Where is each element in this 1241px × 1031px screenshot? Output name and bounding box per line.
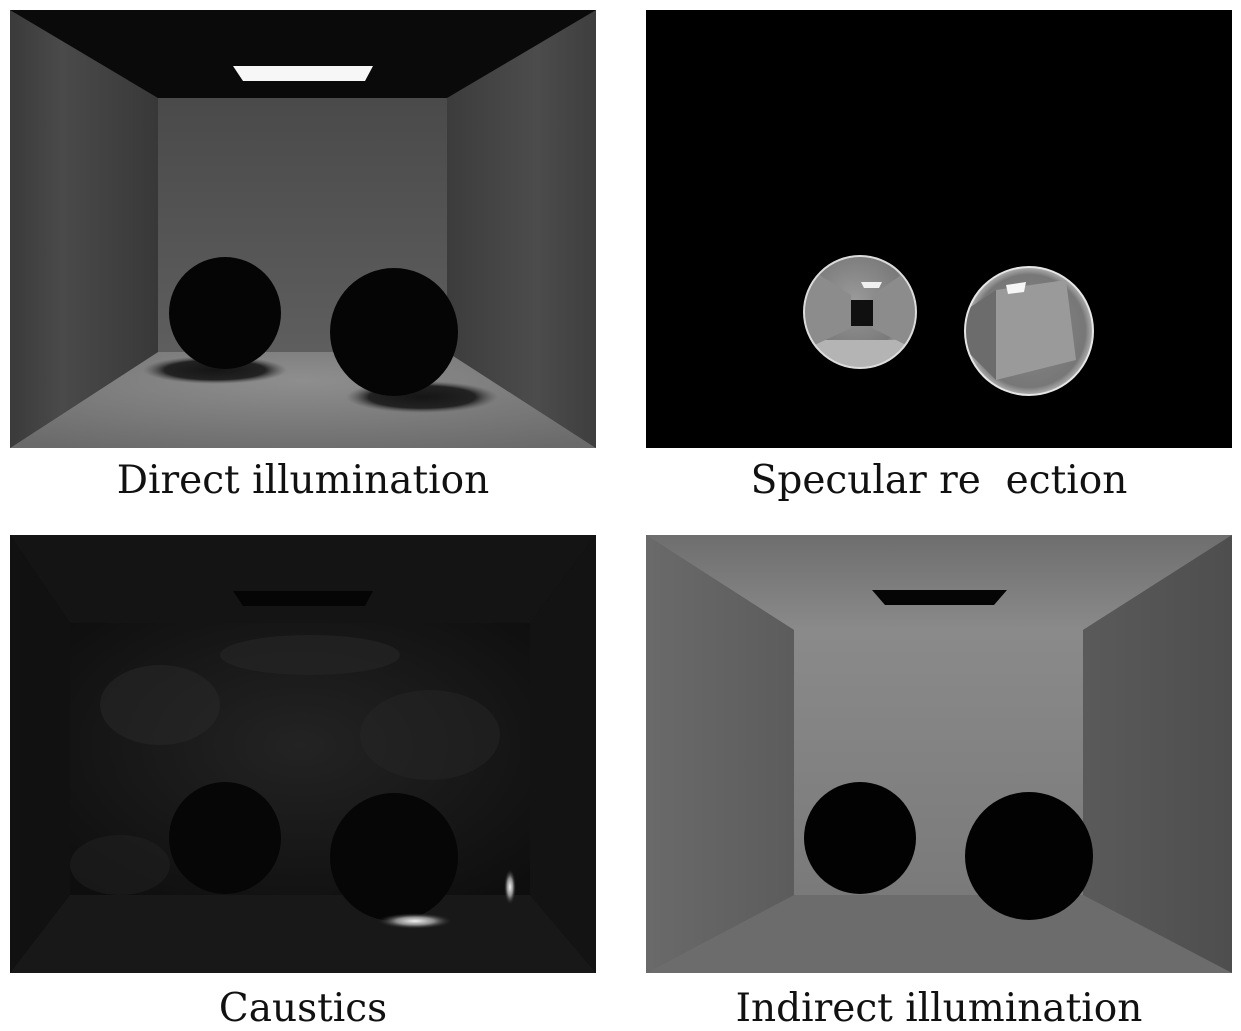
caption-caustics: Caustics bbox=[218, 986, 388, 1031]
caption-indirect-illumination: Indirect illumination bbox=[735, 986, 1143, 1031]
specular-reflection-render bbox=[646, 10, 1232, 448]
caustics-image bbox=[10, 535, 596, 973]
caption-specular-reflection: Specular re ection bbox=[750, 458, 1128, 503]
indirect-illumination-render bbox=[646, 535, 1232, 973]
direct-illumination-render bbox=[10, 10, 596, 448]
caustics-render bbox=[10, 535, 596, 973]
indirect-illumination-image bbox=[646, 535, 1232, 973]
caption-direct-illumination: Direct illumination bbox=[116, 458, 490, 503]
specular-reflection-image bbox=[646, 10, 1232, 448]
direct-illumination-image bbox=[10, 10, 596, 448]
